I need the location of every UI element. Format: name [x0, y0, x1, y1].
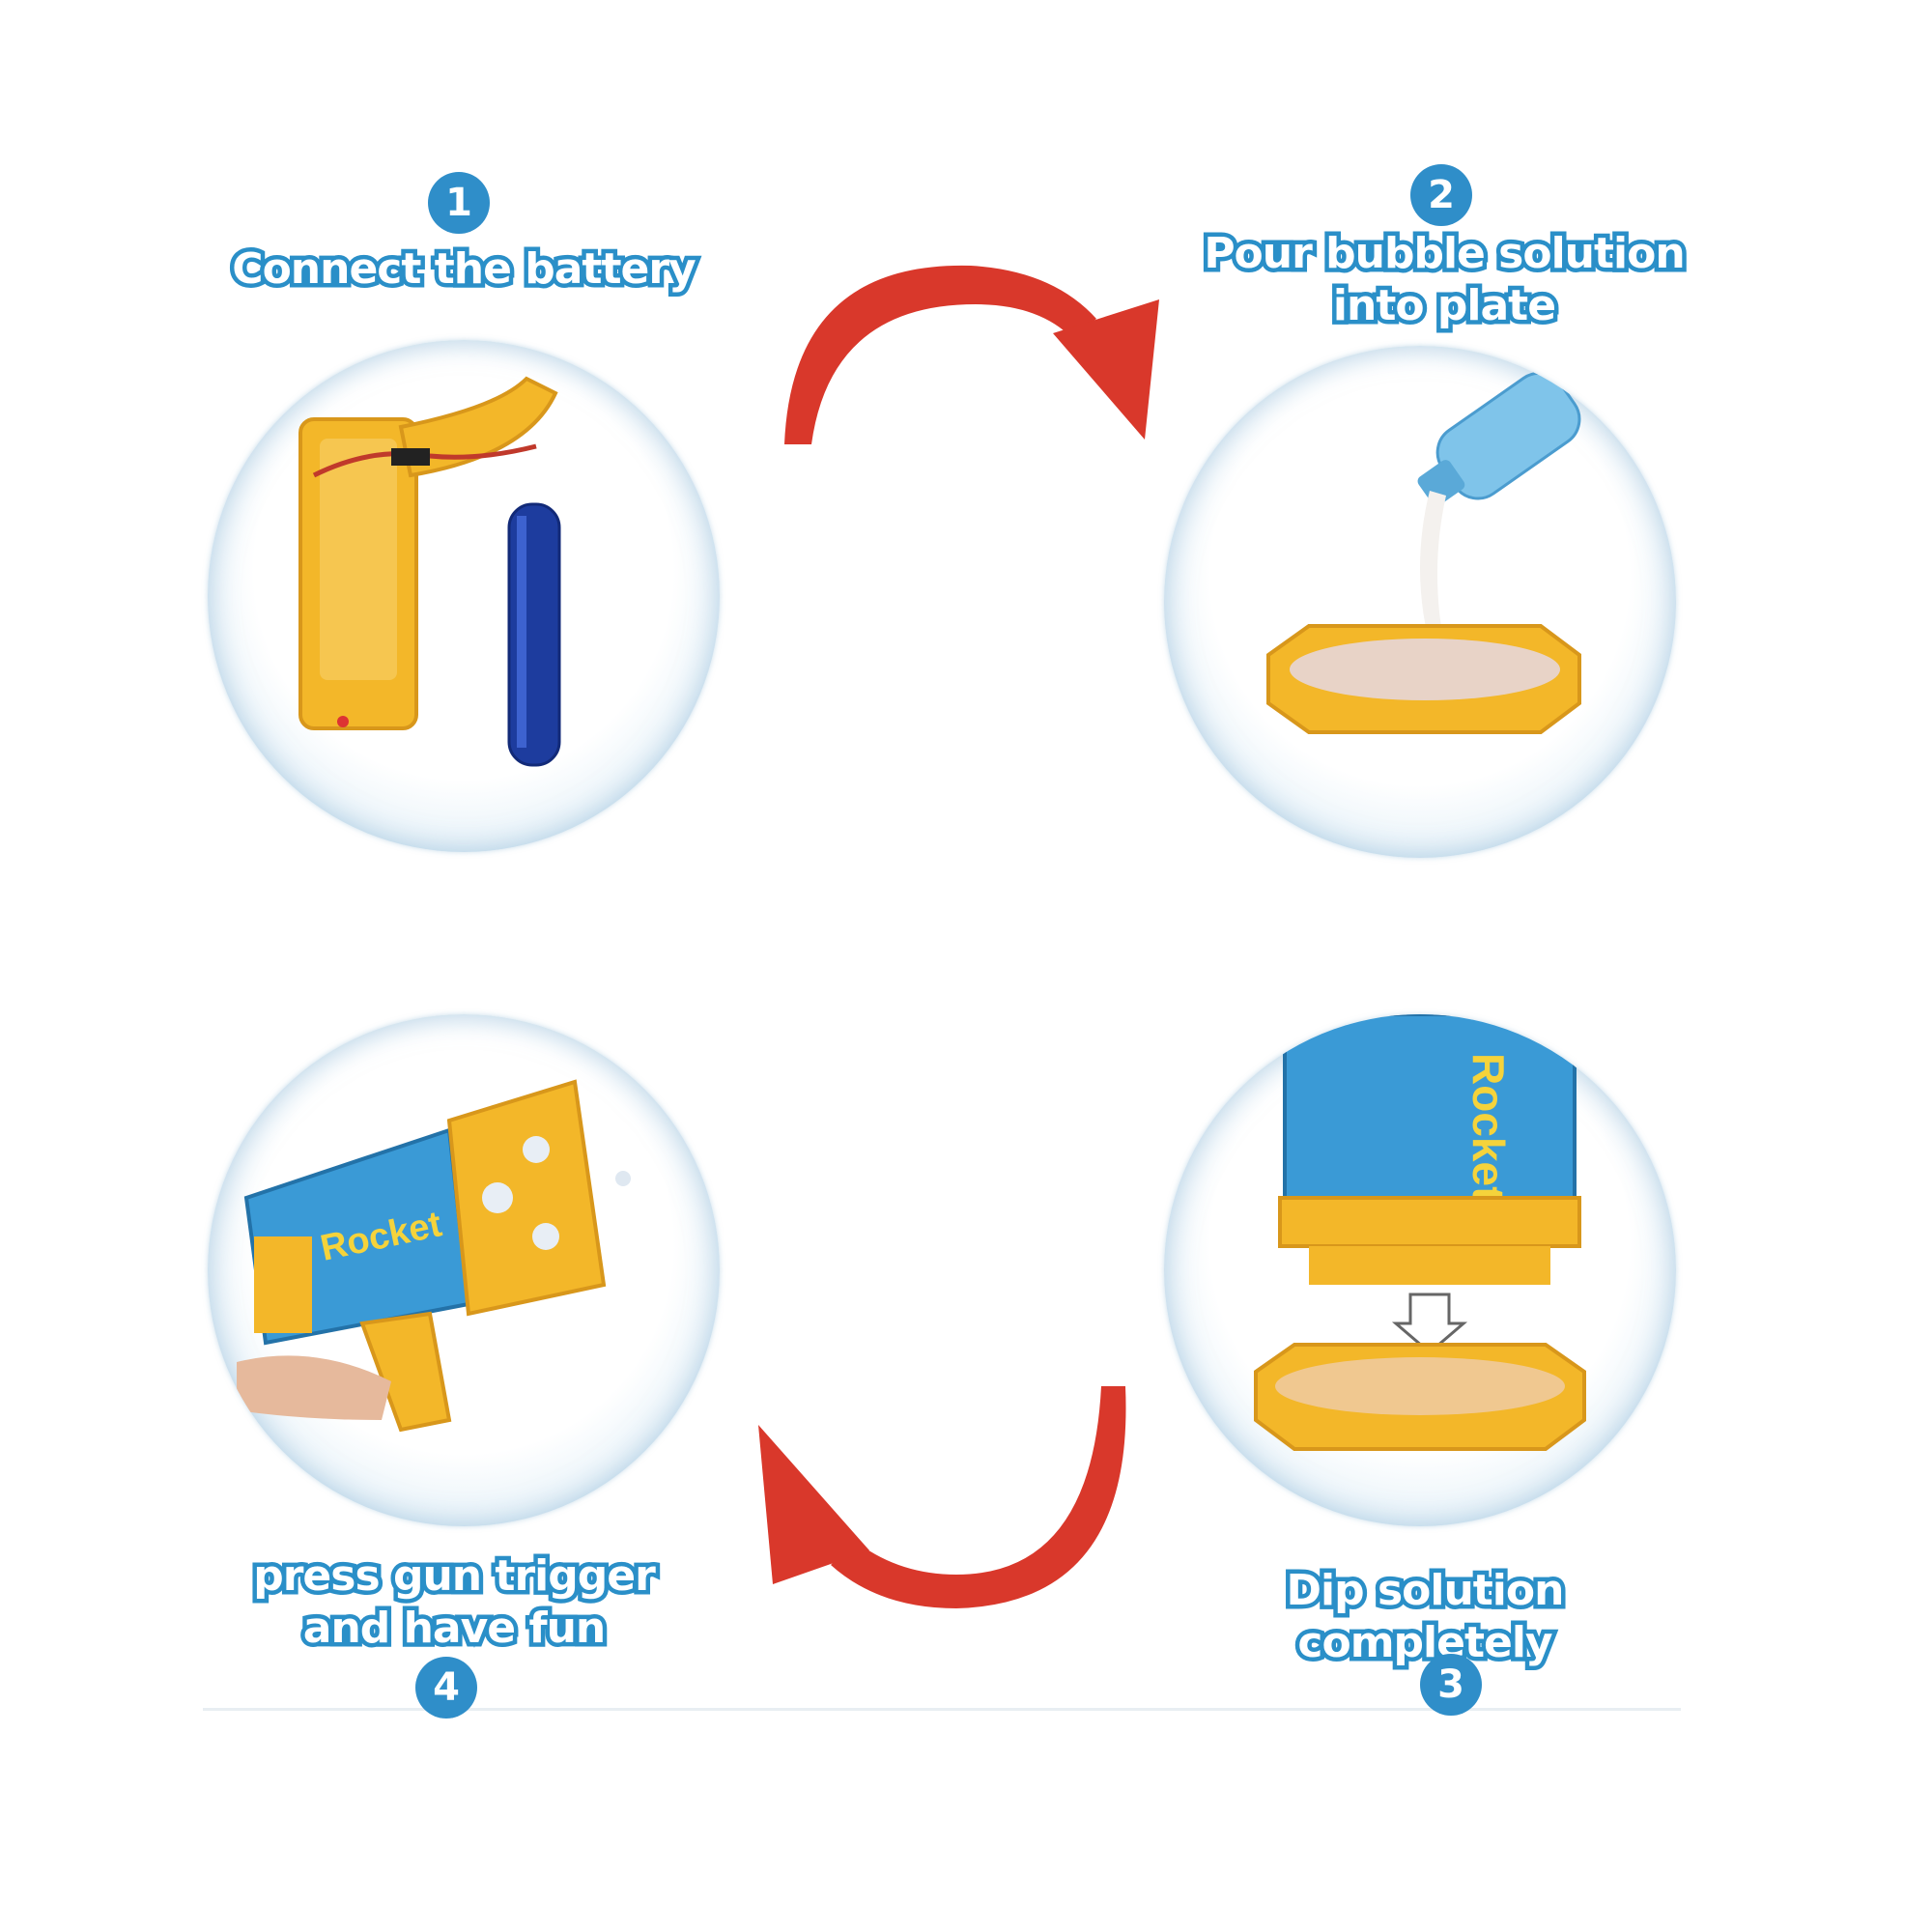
- step-2-badge: 2: [1410, 164, 1472, 226]
- bubble-gun-illustration: Rocket: [237, 1079, 631, 1433]
- step-2-caption-line: into plate: [1328, 277, 1560, 335]
- dip-brand-label: Rocket: [1463, 1053, 1514, 1201]
- step-2-caption-line: Pour bubble solution: [1200, 225, 1690, 283]
- step-1-bubble: [208, 340, 720, 852]
- arrow-step3-to-step4: [758, 1386, 1126, 1608]
- dip-solution-illustration: Rocket: [1254, 1014, 1586, 1451]
- step-4-caption-line: press gun trigger: [249, 1548, 661, 1605]
- panel-edge: [203, 1708, 1681, 1711]
- step-1-badge: 1: [428, 172, 490, 234]
- step-1-caption: Connect the battery: [222, 241, 705, 298]
- step-4-caption: press gun trigger and have fun: [222, 1548, 686, 1658]
- battery-compartment-illustration: [298, 376, 561, 767]
- pouring-solution-illustration: [1266, 371, 1581, 734]
- step-3-badge: 3: [1420, 1654, 1482, 1716]
- step-2-bubble: [1164, 346, 1676, 858]
- step-3-bubble: Rocket: [1164, 1014, 1676, 1526]
- arrow-step1-to-step2: [784, 265, 1159, 444]
- step-4-caption-line: and have fun: [298, 1600, 610, 1658]
- step-4-bubble: Rocket: [208, 1014, 720, 1526]
- step-2-caption: Pour bubble solution into plate: [1174, 225, 1715, 335]
- step-1-caption-line: Connect the battery: [228, 241, 700, 298]
- step-3-caption-line: Dip solution completely: [1282, 1562, 1569, 1672]
- step-4-badge: 4: [415, 1657, 477, 1719]
- step-3-caption: Dip solution completely: [1159, 1562, 1690, 1672]
